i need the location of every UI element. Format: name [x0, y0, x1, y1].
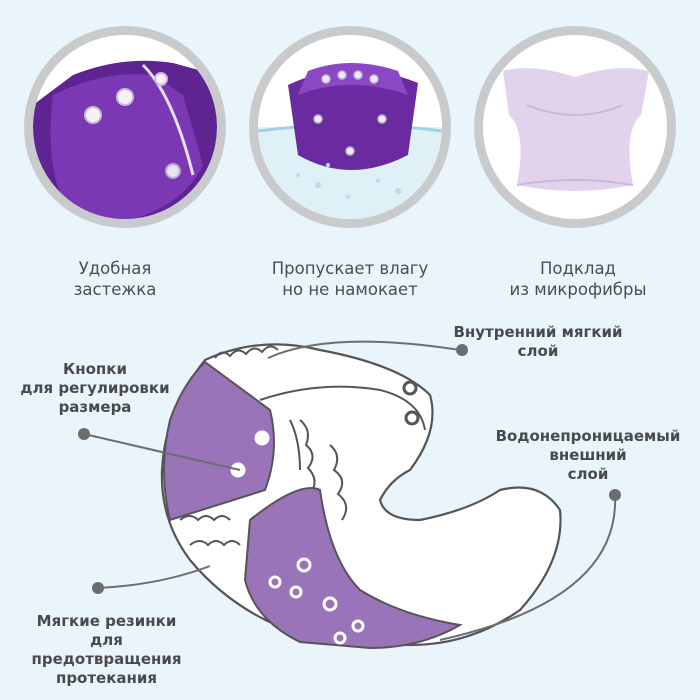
- snap-button: [322, 596, 338, 612]
- snap-button: [351, 619, 365, 633]
- photo-water: [249, 26, 451, 228]
- leader-dot: [456, 344, 468, 356]
- leader-dot: [609, 489, 621, 501]
- leader-dot: [78, 428, 90, 440]
- snap-button: [296, 557, 312, 573]
- snap-button: [254, 430, 270, 446]
- photo-microfiber: [474, 26, 676, 228]
- snap-button: [402, 380, 418, 396]
- leader-dot: [92, 582, 104, 594]
- snap-button: [404, 410, 420, 426]
- leader-outer: [439, 494, 617, 641]
- snap-button: [333, 631, 347, 645]
- side-panel: [163, 360, 275, 522]
- leader-elastic: [97, 565, 211, 589]
- snap-button: [268, 575, 282, 589]
- snap-button: [289, 585, 303, 599]
- leader-inner: [267, 340, 461, 359]
- leader-buttons: [83, 433, 241, 471]
- outer-layer-shape: [243, 487, 463, 650]
- photo-fastener: [24, 26, 226, 228]
